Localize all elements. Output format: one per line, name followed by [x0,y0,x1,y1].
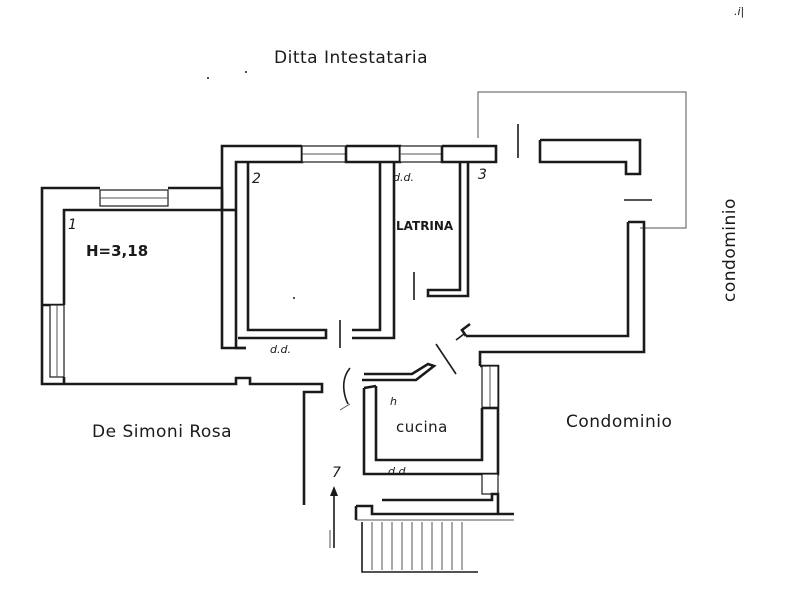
wall-entrance [356,504,514,516]
wall-left-outer [40,186,100,305]
wall-top-mid [234,146,304,350]
label-dd-cucina: d.d. [388,465,409,478]
label-condominio-vertical: condominio [720,198,740,302]
label-dd-latrina: d.d. [393,171,414,184]
label-condominio-bottom: Condominio [566,412,673,432]
wall-left-bottom [62,376,324,505]
label-cucina-mark: h [390,395,397,408]
label-room-cucina: cucina [396,418,448,436]
wall-room3-door [460,322,471,337]
door-swing-corridor [342,367,351,405]
label-room-1: 1 [68,217,77,233]
label-height: H=3,18 [86,242,149,260]
label-room-3: 3 [478,167,487,183]
entrance-arrow-icon [329,486,338,548]
label-top-owner: Ditta Intestataria [274,48,429,68]
label-room-latrina: LATRINA [396,219,454,233]
wall-latrina [426,162,470,298]
label-entrance-number: 7 [332,465,341,481]
annex-outline [477,91,687,229]
label-room-2: 2 [252,171,261,187]
wall-left-top-right [168,144,302,190]
wall-room3-right [478,220,646,366]
label-dd-room2: d.d. [270,343,291,356]
wall-room2-inner [238,162,328,340]
label-left-owner: De Simoni Rosa [92,422,233,442]
label-corner-mark: .i| [734,5,745,18]
wall-room3-top [538,138,642,176]
staircase [361,522,478,573]
